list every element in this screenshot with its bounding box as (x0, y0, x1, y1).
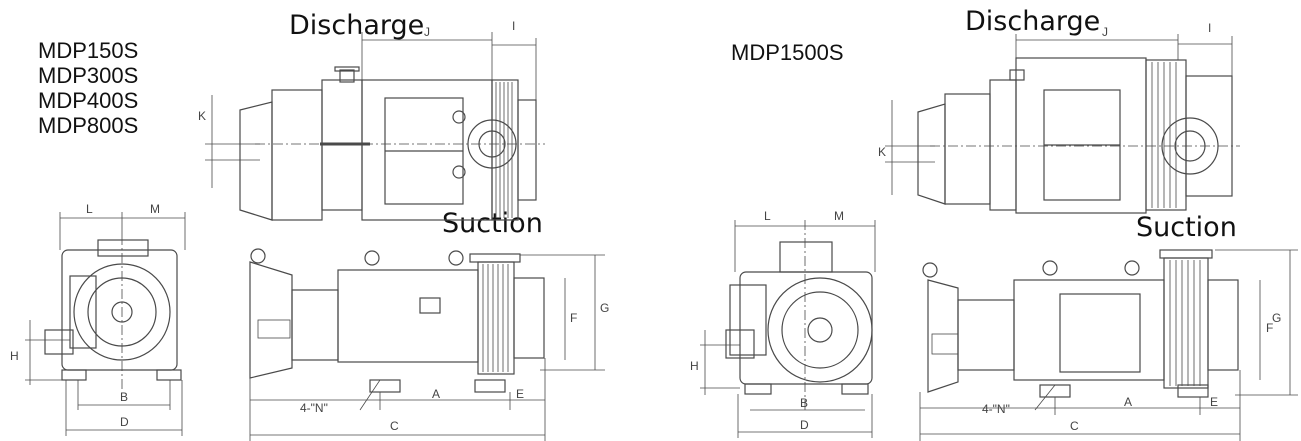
discharge-label-left: Discharge (289, 10, 425, 41)
top-view-left: J I K (198, 19, 545, 221)
svg-text:J: J (424, 25, 430, 39)
svg-text:B: B (120, 390, 128, 404)
model-label: MDP800S (38, 113, 139, 138)
svg-text:I: I (1208, 21, 1211, 35)
svg-text:I: I (512, 19, 515, 33)
svg-text:C: C (390, 419, 399, 433)
svg-text:G: G (1272, 311, 1281, 325)
svg-text:M: M (834, 209, 844, 223)
svg-text:K: K (198, 109, 206, 123)
svg-text:J: J (1102, 25, 1108, 39)
front-view-left: L M H B D (10, 202, 186, 436)
svg-text:A: A (1124, 395, 1132, 409)
front-view-right: L M H B D (690, 209, 876, 438)
svg-text:L: L (764, 209, 771, 223)
svg-text:F: F (1266, 321, 1273, 335)
model-list-left: MDP150S MDP300S MDP400S MDP800S (38, 38, 138, 138)
dim-n-left: 4-"N" (300, 401, 328, 415)
svg-text:G: G (600, 301, 609, 315)
svg-text:B: B (800, 396, 808, 410)
svg-text:H: H (690, 359, 699, 373)
svg-text:E: E (1210, 395, 1218, 409)
svg-text:E: E (516, 387, 524, 401)
side-view-left: A E C F G 4-"N" (249, 248, 609, 441)
svg-text:F: F (570, 311, 577, 325)
svg-text:D: D (800, 418, 809, 432)
svg-text:K: K (878, 145, 886, 159)
model-label-right: MDP1500S (731, 40, 844, 65)
svg-text:M: M (150, 202, 160, 216)
side-view-right: A E C F G 4-"N" (919, 249, 1298, 441)
svg-text:A: A (432, 387, 440, 401)
svg-text:H: H (10, 349, 19, 363)
top-view-right: J I K (878, 21, 1240, 214)
model-label: MDP150S (38, 38, 139, 63)
discharge-label-right: Discharge (965, 6, 1101, 37)
dim-n-right: 4-"N" (982, 402, 1010, 416)
svg-text:D: D (120, 415, 129, 429)
svg-text:C: C (1070, 419, 1079, 433)
svg-text:L: L (86, 202, 93, 216)
model-label: MDP400S (38, 88, 139, 113)
suction-label-right: Suction (1136, 212, 1237, 243)
model-label: MDP300S (38, 63, 139, 88)
